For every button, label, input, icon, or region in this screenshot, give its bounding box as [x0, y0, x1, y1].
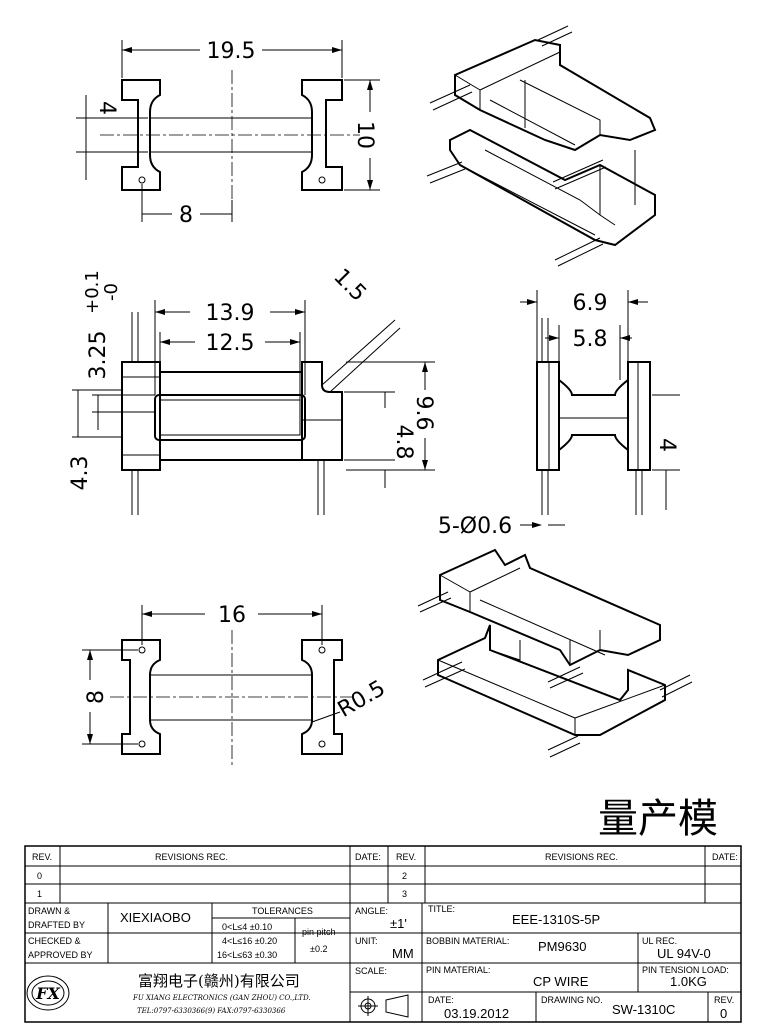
date-label: DATE: [428, 995, 454, 1005]
rev-row-1: 1 [37, 889, 42, 899]
revisions-header-left: REVISIONS REC. [155, 852, 228, 862]
dim-width-19-5: 19.5 [207, 39, 256, 64]
scale-label: SCALE: [355, 966, 387, 976]
dim-chamfer-1-5: 1.5 [328, 264, 370, 306]
title-block: REV. REVISIONS REC. DATE: REV. REVISIONS… [24, 845, 742, 1023]
dim-core-4-8: 4.8 [391, 425, 416, 460]
pin-pitch-label: pin pitch [302, 927, 336, 937]
title-label: TITLE: [428, 904, 455, 914]
dim-pin-diameter: 5-Ø0.6 [438, 514, 512, 539]
dim-inner-12-5: 12.5 [206, 331, 255, 356]
dim-bottom-8: 8 [84, 690, 109, 704]
dim-side-6-9: 6.9 [573, 291, 608, 316]
checked-label: CHECKED & [28, 936, 81, 946]
drawing-no-value: SW-1310C [612, 1002, 675, 1017]
rev-row-3: 3 [402, 889, 407, 899]
rev-header-right: REV. [396, 852, 416, 862]
rev-row-2: 2 [402, 871, 407, 881]
company-name-en: FU XIANG ELECTRONICS (GAN ZHOU) CO.,LTD. [132, 994, 311, 1002]
rev-value: 0 [720, 1006, 727, 1021]
unit-value: MM [392, 946, 414, 961]
date-value: 03.19.2012 [444, 1006, 509, 1021]
angle-label: ANGLE: [355, 906, 388, 916]
revisions-header-right: REVISIONS REC. [545, 852, 618, 862]
bobbin-material-label: BOBBIN MATERIAL: [426, 936, 509, 946]
company-logo: FX [26, 975, 70, 1011]
dim-height-10: 10 [352, 121, 377, 149]
unit-label: UNIT: [355, 936, 378, 946]
dim-bottom-16: 16 [218, 603, 246, 628]
side-view: 6.9 5.8 4 5-Ø0.6 [438, 290, 680, 539]
pin-tension-label: PIN TENSION LOAD: [642, 965, 729, 975]
drafted-label: DRAFTED BY [28, 920, 85, 930]
tolerance-row-2: 4<L≤16 ±0.20 [222, 936, 277, 946]
date-header-left: DATE: [355, 852, 381, 862]
company-name-cn: 富翔电子(赣州)有限公司 [138, 972, 300, 990]
ul-rec-label: UL REC. [642, 936, 677, 946]
production-stamp: 量产模 [598, 796, 718, 842]
dim-outer-13-9: 13.9 [206, 301, 255, 326]
drawing-no-label: DRAWING NO. [541, 995, 603, 1005]
tolerance-row-1: 0<L≤4 ±0.10 [222, 922, 272, 932]
pin-tension-value: 1.0KG [670, 974, 707, 989]
rev-header-left: REV. [32, 852, 52, 862]
rev-label: REV. [714, 995, 734, 1005]
dim-side-4: 4 [654, 438, 679, 452]
iso-view-lower [417, 548, 693, 758]
dim-side-5-8: 5.8 [573, 327, 608, 352]
approved-label: APPROVED BY [28, 950, 93, 960]
iso-view-upper [426, 25, 657, 267]
tolerance-row-3: 16<L≤63 ±0.30 [217, 950, 277, 960]
ul-rec-value: UL 94V-0 [657, 946, 711, 961]
pin-pitch-value: ±0.2 [310, 944, 327, 954]
dim-thickness-3-25: 3.25 [86, 331, 111, 380]
angle-value: ±1' [390, 916, 407, 931]
bobbin-material-value: PM9630 [538, 939, 586, 954]
projection-symbol-icon [358, 994, 409, 1018]
dim-pin-8: 8 [179, 203, 193, 228]
top-view: 19.5 4 10 8 [76, 39, 380, 228]
rev-row-0: 0 [37, 871, 42, 881]
bottom-view: 16 8 R0.5 [82, 603, 390, 765]
dim-tol-minus: -0 [101, 283, 122, 301]
dim-left-4-3: 4.3 [68, 456, 93, 491]
pin-material-value: CP WIRE [533, 974, 589, 989]
title-value: EEE-1310S-5P [512, 912, 600, 927]
drafter-name: XIEXIAOBO [120, 910, 191, 925]
dim-gap-4: 4 [94, 101, 119, 115]
logo-text: FX [35, 984, 60, 1003]
dim-tol-plus: +0.1 [82, 270, 103, 314]
drawn-label: DRAWN & [28, 906, 70, 916]
date-header-right: DATE: [712, 852, 738, 862]
dim-radius-r0-5: R0.5 [334, 676, 390, 723]
dim-height-9-6: 9.6 [411, 396, 436, 431]
front-view: 13.9 12.5 1.5 3.25 +0.1 -0 4.3 4.8 9.6 [68, 264, 436, 515]
tolerances-label: TOLERANCES [252, 906, 313, 916]
pin-material-label: PIN MATERIAL: [426, 965, 490, 975]
company-tel-fax: TEL:0797-6330366(9) FAX:0797-6330366 [137, 1007, 286, 1015]
